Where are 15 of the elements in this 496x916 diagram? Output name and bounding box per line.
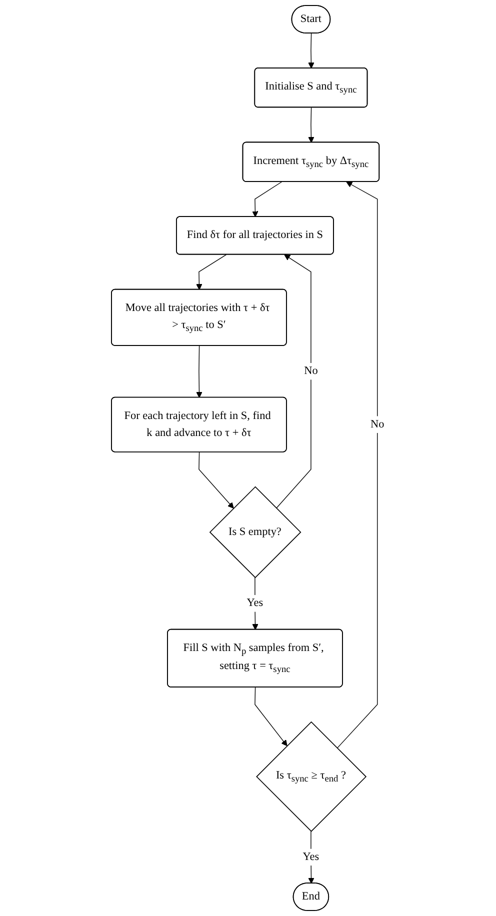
edge-label: No xyxy=(370,418,384,430)
arrow xyxy=(254,686,288,746)
arrow xyxy=(336,182,378,749)
arrow xyxy=(308,32,314,69)
arrow xyxy=(276,254,312,509)
arrow xyxy=(196,254,227,290)
edge-label: No xyxy=(304,365,318,377)
node-diamond: Is τ$_{sync}$ ≥ τ$_{end}$ ? xyxy=(256,721,367,832)
arrow xyxy=(198,452,234,508)
edge-label: Yes xyxy=(246,597,264,610)
arrow xyxy=(308,107,314,143)
arrow xyxy=(252,182,282,218)
edge-label: Yes xyxy=(302,850,320,863)
arrow xyxy=(196,345,202,398)
node-diamond: Is S empty? xyxy=(210,486,302,578)
